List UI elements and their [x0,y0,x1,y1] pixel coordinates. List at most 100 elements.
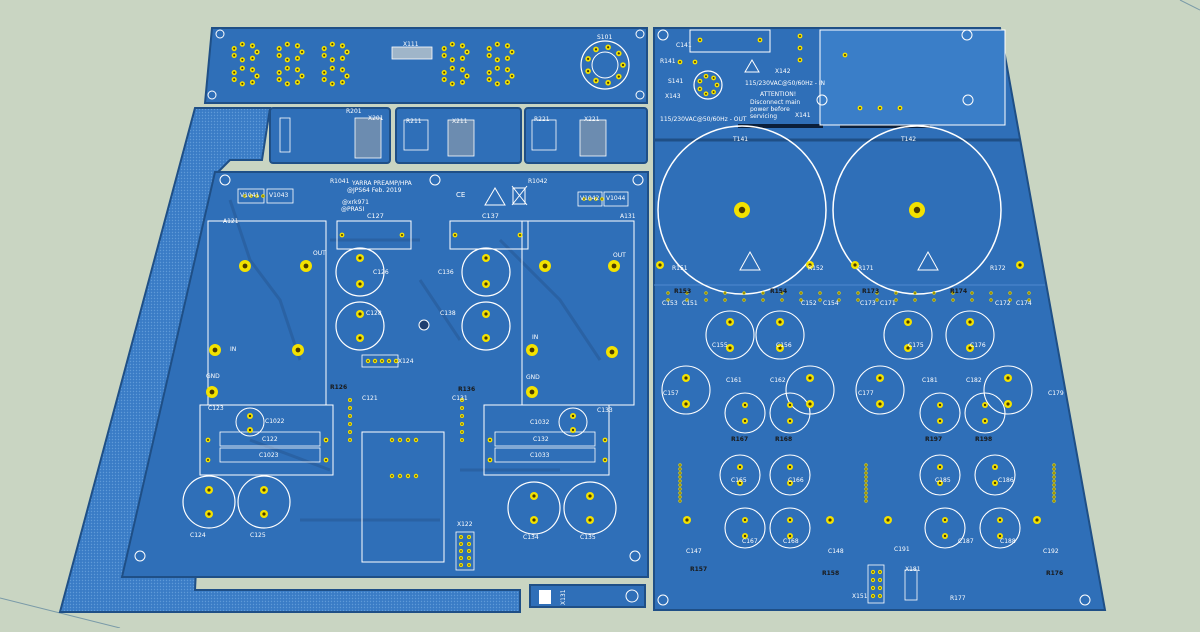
label-x111: X111 [403,41,419,48]
pad-hole [303,263,309,269]
pad-hole [451,82,454,85]
pad-hole [933,299,935,301]
capacitor-outline [974,454,1016,496]
label-r201: R201 [346,108,362,115]
sub-board-r211 [395,107,522,164]
pad-hole [296,81,299,84]
pad-hole [594,79,598,82]
pad-hole [876,292,878,294]
pad-hole [300,74,304,78]
pad-hole [993,481,997,485]
pad-hole [296,44,299,47]
pad-hole [465,50,469,54]
pad-hole [207,459,209,461]
pad-hole [724,299,726,301]
pad-hole [853,263,857,267]
label-c127: C127 [367,212,384,220]
pad-hole [345,50,349,54]
pad-hole [286,58,289,61]
pad-hole [1053,500,1055,502]
label-r171: R171 [858,265,874,272]
pad-hole [601,198,603,200]
pad-hole [506,57,509,60]
pad-hole [705,292,707,294]
label-c192: C192 [1043,548,1059,555]
pad-hole [943,518,947,522]
pad-hole [788,419,792,423]
label-r172: R172 [990,265,1006,272]
label-c168: C168 [783,538,799,545]
pad-hole [604,459,606,461]
pad-hole [461,407,463,409]
amp-board-pads [205,194,620,567]
pad-hole [358,282,362,286]
pad-hole [532,518,536,522]
pad-hole [611,263,617,269]
pad-hole [679,500,681,502]
pad-hole [679,488,681,490]
label-gnd-left: GND [206,373,220,380]
label-c167: C167 [742,538,758,545]
label-v1043: V1043 [269,192,289,199]
label-c1032: C1032 [530,419,550,426]
pad-hole [762,292,764,294]
pad-hole [395,360,397,362]
pad-hole [694,61,696,63]
label-c179: C179 [1048,390,1064,397]
pad-hole [207,439,209,441]
pad-hole [799,47,801,49]
pad-hole [349,439,351,441]
transformer-t141 [657,125,827,295]
pad-hole [906,320,910,324]
pad-hole [838,299,840,301]
pad-hole [743,299,745,301]
bottom-tab-board [529,584,646,608]
label-s141: S141 [668,78,684,85]
pad-hole [971,292,973,294]
pad-hole [595,198,597,200]
psu-capacitors [661,310,1033,549]
pad-hole [983,419,987,423]
pad-hole [1028,299,1030,301]
label-r154: R154 [770,288,788,295]
pad-hole [914,299,916,301]
label-c161: C161 [726,377,742,384]
label-a121: A121 [223,218,239,225]
pad-hole [250,195,252,197]
label-r177: R177 [950,595,966,602]
pad-hole [705,299,707,301]
pad-hole [679,484,681,486]
pad-hole [586,57,590,60]
pad-hole [879,595,881,597]
pad-hole [865,476,867,478]
pad-hole [788,403,792,407]
pad-hole [212,347,218,353]
pad-hole [998,534,1002,538]
label-x122: X122 [457,521,473,528]
label-r174: R174 [950,288,968,295]
label-c122: C122 [262,436,278,443]
pad-hole [443,54,446,57]
pad-hole [542,263,548,269]
pad-hole [808,376,812,380]
pad-hole [968,346,972,350]
pad-hole [484,282,488,286]
pad-hole [381,360,383,362]
pad-hole [838,292,840,294]
pad-hole [461,415,463,417]
label-r126: R126 [330,384,348,391]
label-c137: C137 [482,212,499,220]
pad-hole [1028,292,1030,294]
capacitor-outline [769,507,811,549]
pad-hole [323,71,326,74]
label-c128: C128 [366,310,382,317]
pad-hole [998,518,1002,522]
pad-hole [367,360,369,362]
label-c154: C154 [823,300,839,307]
pad-hole [391,475,393,477]
pad-hole [510,74,514,78]
pad-hole [933,292,935,294]
pad-hole [738,206,746,214]
capacitor-outline [964,392,1006,434]
